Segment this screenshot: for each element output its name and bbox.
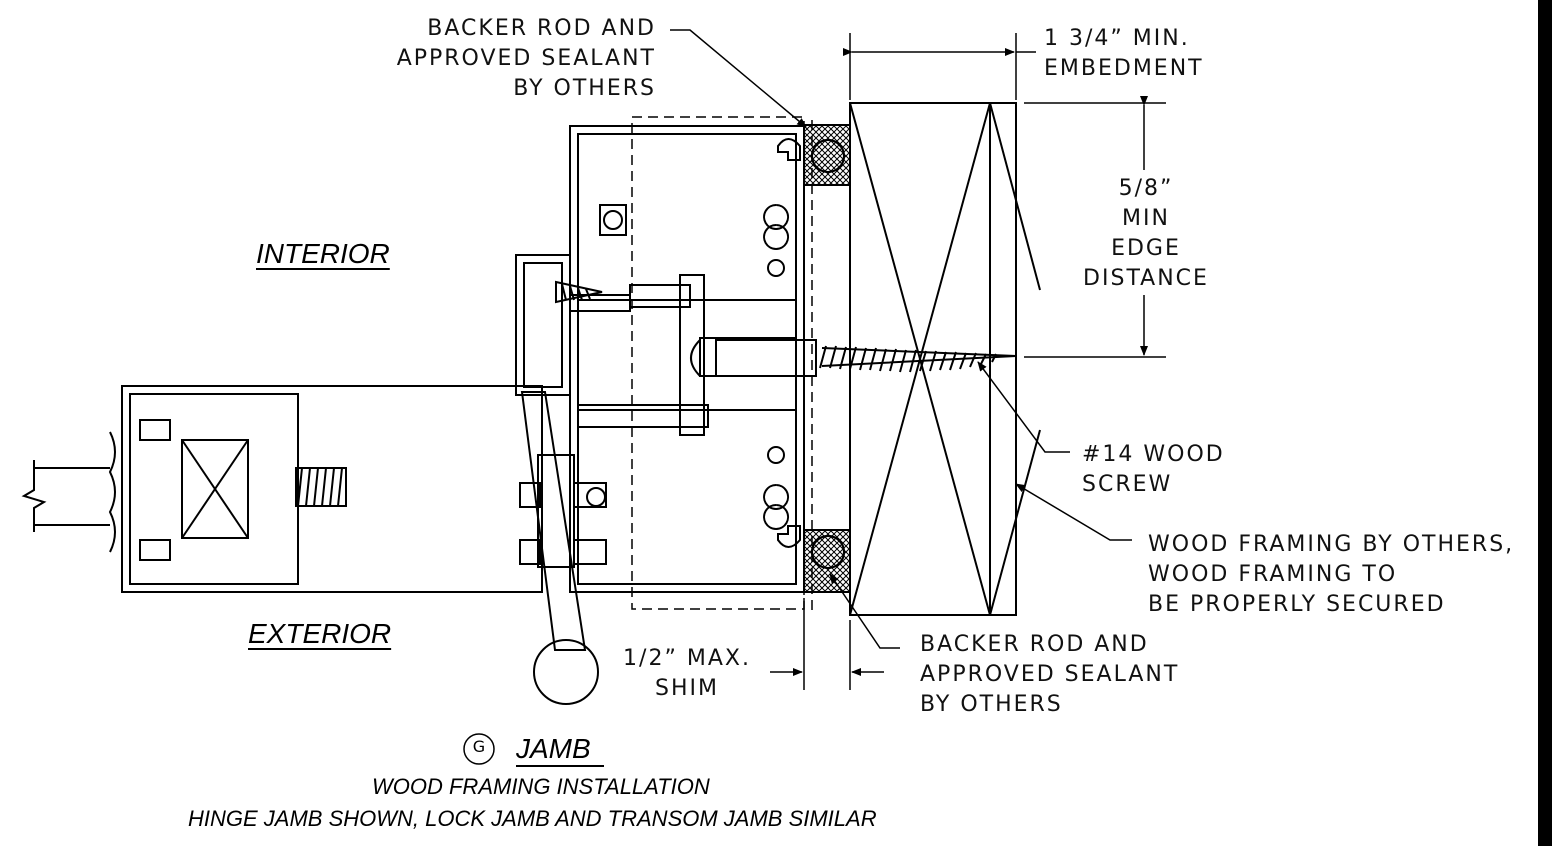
sealant-joint-bottom bbox=[804, 530, 850, 592]
dim-edge-distance bbox=[1024, 96, 1166, 357]
label-shim: 1/2” MAX. SHIM bbox=[623, 646, 751, 701]
label-backer-rod-top: BACKER ROD AND APPROVED SEALANT BY OTHER… bbox=[396, 16, 656, 101]
glazing-stop bbox=[516, 255, 708, 435]
detail-tag-circle bbox=[464, 734, 494, 764]
detail-name: JAMB bbox=[516, 733, 591, 764]
door-stile bbox=[110, 386, 542, 592]
detail-subtitle: WOOD FRAMING INSTALLATION bbox=[372, 774, 710, 799]
label-exterior: EXTERIOR bbox=[248, 618, 392, 649]
label-wood-screw: #14 WOOD SCREW bbox=[1082, 442, 1225, 497]
frame-jamb-extrusion bbox=[570, 117, 812, 612]
wood-screw bbox=[691, 340, 1016, 376]
detail-tag-letter: G bbox=[472, 737, 486, 756]
label-backer-rod-bottom: BACKER ROD AND APPROVED SEALANT BY OTHER… bbox=[920, 632, 1180, 717]
wood-framing-block bbox=[850, 103, 1040, 615]
label-interior: INTERIOR bbox=[256, 238, 390, 269]
label-embedment: 1 3/4” MIN. EMBEDMENT bbox=[1044, 26, 1204, 81]
leader-lines bbox=[670, 30, 1132, 648]
dim-shim bbox=[770, 598, 884, 690]
glass-break-line bbox=[24, 460, 110, 532]
hinge-pivot bbox=[520, 392, 606, 704]
sealant-joint-top bbox=[804, 125, 850, 185]
detail-note: HINGE JAMB SHOWN, LOCK JAMB AND TRANSOM … bbox=[188, 806, 877, 831]
label-edge-distance: 5/8” MIN EDGE DISTANCE bbox=[1083, 176, 1209, 291]
stop-screw bbox=[556, 282, 602, 302]
right-border-bar bbox=[1538, 0, 1552, 846]
dim-embedment bbox=[843, 33, 1036, 100]
label-wood-framing: WOOD FRAMING BY OTHERS, WOOD FRAMING TO … bbox=[1148, 532, 1515, 617]
